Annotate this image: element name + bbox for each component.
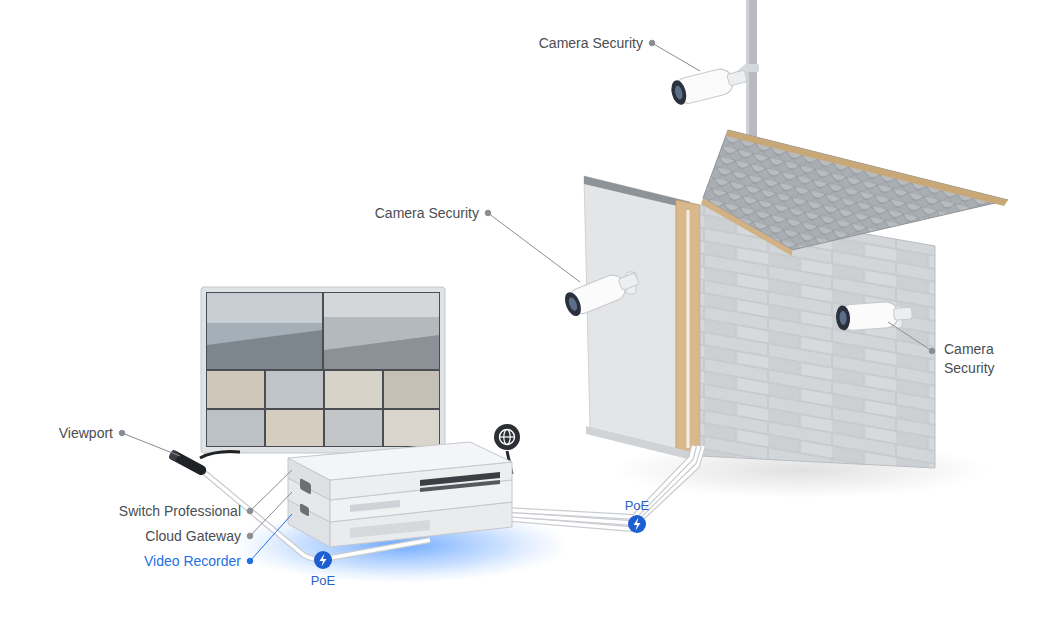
leader-line-part bbox=[250, 514, 292, 561]
monitor-part bbox=[324, 293, 439, 369]
pole-part bbox=[746, 0, 757, 150]
camera-part bbox=[562, 266, 642, 319]
internet-globe-part bbox=[500, 436, 515, 437]
monitor-part bbox=[207, 371, 264, 408]
camera-label: Camera Security bbox=[375, 204, 479, 223]
poe-badge-part bbox=[320, 554, 327, 567]
internet-globe-part bbox=[500, 430, 515, 445]
poe-badge-part bbox=[634, 518, 641, 531]
monitor-part bbox=[384, 371, 439, 408]
leader-lines-part bbox=[119, 430, 125, 436]
roof-part bbox=[726, 130, 1008, 206]
poe-badge bbox=[628, 515, 646, 533]
monitor-part bbox=[207, 330, 322, 369]
camera-part bbox=[835, 300, 913, 331]
device-label: Switch Professional bbox=[119, 502, 241, 521]
device-details-part bbox=[350, 500, 400, 512]
house-part bbox=[687, 210, 690, 448]
monitor-part bbox=[324, 293, 439, 317]
internet-globe-part bbox=[494, 424, 520, 450]
camera bbox=[562, 266, 642, 319]
device-details bbox=[300, 472, 500, 538]
monitor-part bbox=[266, 371, 323, 408]
roof-part bbox=[703, 130, 1008, 250]
camera-label: Camera Security bbox=[944, 340, 1014, 378]
monitor bbox=[201, 287, 445, 453]
internet-globe bbox=[494, 424, 520, 450]
monitor-part bbox=[207, 410, 264, 446]
monitor-part bbox=[201, 287, 445, 453]
monitor-part bbox=[266, 410, 323, 446]
monitor-part bbox=[325, 371, 382, 408]
monitor-part bbox=[325, 410, 382, 446]
device-details-part bbox=[300, 503, 309, 517]
leader-lines-part bbox=[929, 348, 935, 354]
leader-line-part bbox=[247, 558, 253, 564]
roof-part bbox=[701, 198, 792, 256]
device-label: Video Recorder bbox=[144, 552, 241, 571]
monitor-part bbox=[324, 335, 439, 369]
leader-lines-part bbox=[250, 492, 292, 536]
leader-lines-part bbox=[488, 213, 580, 282]
device-stack bbox=[288, 442, 512, 547]
leader-lines-part bbox=[649, 40, 655, 46]
house-part bbox=[584, 176, 690, 209]
poe-badge-part bbox=[314, 551, 332, 569]
roof bbox=[701, 130, 1008, 256]
viewport-cable-part bbox=[200, 452, 240, 458]
camera-label: Camera Security bbox=[539, 34, 643, 53]
leader-lines-part bbox=[122, 433, 180, 456]
monitor-part bbox=[206, 292, 440, 447]
camera-part bbox=[669, 63, 749, 107]
pole-part bbox=[746, 0, 749, 150]
device-label: Cloud Gateway bbox=[145, 527, 241, 546]
leader-lines-part bbox=[652, 43, 700, 71]
poe-badge bbox=[314, 551, 332, 569]
device-label: Viewport bbox=[59, 424, 113, 443]
leader-lines-part bbox=[250, 470, 292, 511]
poe-label: PoE bbox=[625, 496, 650, 515]
house-part bbox=[586, 426, 700, 462]
device-details-part bbox=[300, 478, 311, 495]
poe-label: PoE bbox=[311, 571, 336, 590]
camera bbox=[835, 300, 913, 331]
camera bbox=[669, 63, 749, 107]
device-details-part bbox=[350, 520, 430, 538]
house-part bbox=[676, 200, 700, 456]
leader-line bbox=[247, 514, 292, 564]
leader-lines-part bbox=[247, 533, 253, 539]
leader-lines-part bbox=[247, 508, 253, 514]
house-part bbox=[584, 176, 690, 452]
monitor-part bbox=[207, 293, 322, 323]
pole bbox=[744, 0, 759, 150]
leader-lines-part bbox=[485, 210, 491, 216]
monitor-part bbox=[384, 410, 439, 446]
poe-badge-part bbox=[628, 515, 646, 533]
monitor-part bbox=[207, 293, 322, 369]
leader-lines bbox=[119, 40, 935, 539]
device-details-part bbox=[420, 480, 500, 492]
leader-lines-part bbox=[888, 322, 932, 351]
